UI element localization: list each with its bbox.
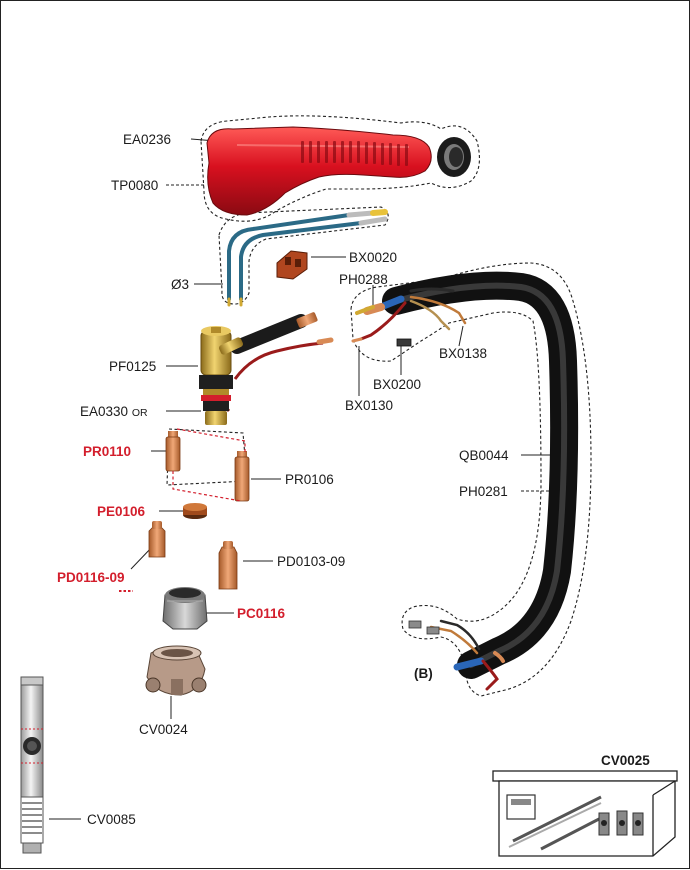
tube-cv0085 bbox=[20, 676, 44, 854]
diffuser-pe0106 bbox=[183, 503, 207, 519]
label-cv0085: CV0085 bbox=[87, 812, 136, 827]
label-pc0116: PC0116 bbox=[237, 606, 286, 621]
label-pf0125: PF0125 bbox=[109, 359, 157, 374]
handle-group-outline bbox=[200, 115, 480, 222]
red-handle-tp0080 bbox=[206, 126, 432, 216]
label-ph0281: PH0281 bbox=[459, 484, 508, 499]
bottom-connectors bbox=[408, 620, 440, 635]
cable-group-outline bbox=[350, 262, 592, 697]
torch-head-pf0125 bbox=[199, 312, 334, 425]
label-o3: Ø3 bbox=[171, 277, 190, 292]
label-pd0103-09: PD0103-09 bbox=[277, 554, 346, 569]
cup-pc0116 bbox=[162, 587, 208, 630]
label-bx0200: BX0200 bbox=[373, 377, 422, 392]
nozzle-pd0116 bbox=[148, 521, 166, 558]
small-block-bx0200 bbox=[396, 338, 412, 347]
label-bx0020: BX0020 bbox=[349, 250, 398, 265]
label-bx0130: BX0130 bbox=[345, 398, 394, 413]
label-tp0080: TP0080 bbox=[111, 178, 159, 193]
label-ea0330: EA0330 OR bbox=[80, 405, 148, 419]
nozzle-pd0103 bbox=[218, 541, 238, 590]
label-ea0330-code: EA0330 bbox=[80, 404, 129, 419]
label-cv0024: CV0024 bbox=[139, 722, 188, 737]
black-ring-nut bbox=[437, 137, 471, 177]
label-qb0044: QB0044 bbox=[459, 448, 509, 463]
case-contents bbox=[506, 794, 644, 851]
wires-o3 bbox=[227, 209, 388, 307]
label-ea0330-suffix: OR bbox=[131, 407, 148, 419]
main-cable-qb0044 bbox=[351, 271, 579, 691]
label-ph0288: PH0288 bbox=[339, 272, 388, 287]
label-pr0110: PR0110 bbox=[83, 444, 132, 459]
case-cv0025 bbox=[492, 770, 678, 857]
label-cv0025: CV0025 bbox=[601, 753, 650, 768]
electrode-pr0110 bbox=[165, 431, 181, 472]
connector-bx0020 bbox=[276, 250, 308, 280]
label-b-note: (B) bbox=[414, 666, 433, 681]
clip-cv0024 bbox=[145, 645, 207, 696]
label-ea0236: EA0236 bbox=[123, 132, 172, 147]
label-pr0106: PR0106 bbox=[285, 472, 334, 487]
red-dashed-link bbox=[172, 428, 246, 502]
label-bx0138: BX0138 bbox=[439, 346, 488, 361]
label-pe0106: PE0106 bbox=[97, 504, 146, 519]
label-pd0116-09: PD0116-09 bbox=[57, 570, 125, 585]
electrode-pr0106 bbox=[234, 451, 250, 502]
